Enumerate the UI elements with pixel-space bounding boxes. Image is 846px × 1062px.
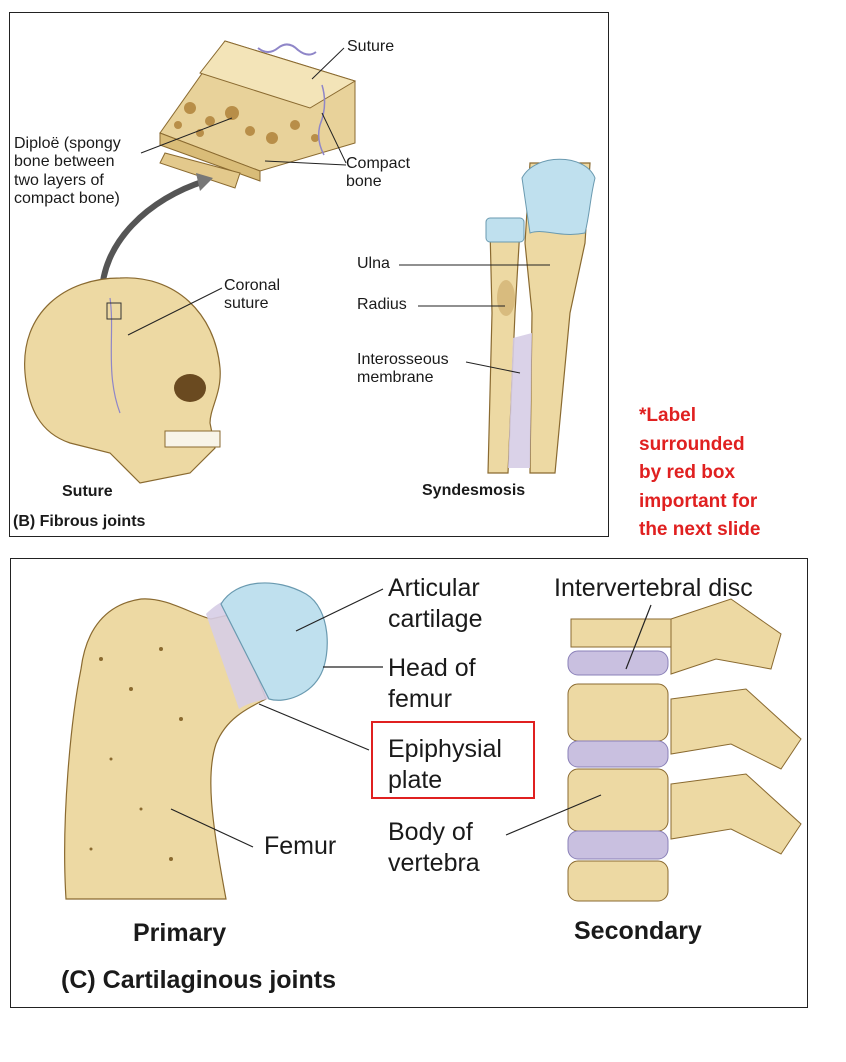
femur-label: Femur xyxy=(264,832,337,860)
fibrous-joints-panel: Suture Diploë (spongy bone between two l… xyxy=(9,12,609,537)
skull-image xyxy=(24,277,221,484)
cartilaginous-panel-caption: (C) Cartilaginous joints xyxy=(61,966,336,994)
compact-bone-label: Compact bone xyxy=(346,155,411,191)
diploe-label: Diploë (spongy bone between two layers o… xyxy=(14,135,121,208)
primary-caption: Primary xyxy=(133,919,227,947)
interosseous-membrane-label: Interosseous membrane xyxy=(357,351,449,387)
skull-bone-block xyxy=(159,40,357,189)
fibrous-panel-caption: (B) Fibrous joints xyxy=(13,513,146,530)
coronal-suture-label: Coronal suture xyxy=(224,277,281,313)
important-note: *Label surrounded by red box important f… xyxy=(639,405,761,540)
radius-label: Radius xyxy=(357,296,407,313)
head-of-femur-label: Head of femur xyxy=(388,654,476,714)
femur-image xyxy=(64,582,328,900)
cartilaginous-joints-panel: Articular cartilage Head of femur Epiphy… xyxy=(10,558,808,1008)
body-of-vertebra-label: Body of vertebra xyxy=(388,818,480,878)
arrow-icon xyxy=(196,173,213,191)
intervertebral-disc-label: Intervertebral disc xyxy=(554,574,753,602)
cartilaginous-leader-lines xyxy=(170,588,652,848)
fibrous-joints-illustration xyxy=(24,40,596,484)
ulna-label: Ulna xyxy=(357,255,390,272)
fibrous-leader-lines xyxy=(127,47,550,374)
articular-cartilage-label: Articular cartilage xyxy=(388,574,483,634)
secondary-caption: Secondary xyxy=(574,917,702,945)
epiphysial-plate-highlight-box xyxy=(371,721,535,799)
epiphysial-plate-label: Epiphysial plate xyxy=(388,735,502,795)
cartilaginous-joints-illustration xyxy=(64,582,802,902)
suture-caption: Suture xyxy=(62,483,113,500)
syndesmosis-caption: Syndesmosis xyxy=(422,482,526,499)
forearm-image xyxy=(485,158,596,474)
vertebral-column-image xyxy=(567,598,802,902)
suture-label: Suture xyxy=(347,38,395,55)
